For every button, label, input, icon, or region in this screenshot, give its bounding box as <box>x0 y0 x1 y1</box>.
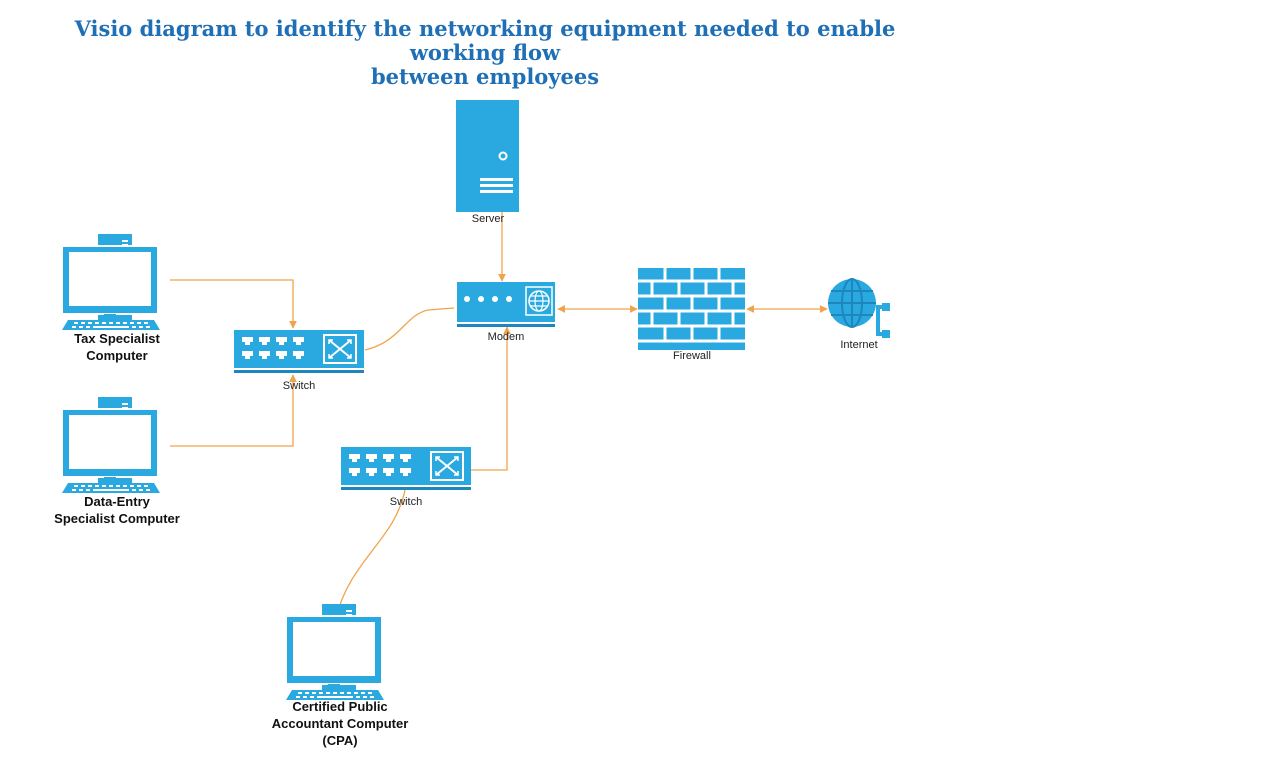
firewall-icon <box>638 268 745 350</box>
dataentry-computer-icon <box>61 396 161 494</box>
title-line-2: between employees <box>370 64 600 89</box>
title-line-1: Visio diagram to identify the networking… <box>74 16 896 65</box>
edge-switch1-modem <box>364 307 455 351</box>
switch2-label: Switch <box>389 496 423 508</box>
firewall-label: Firewall <box>673 350 711 362</box>
modem-icon <box>457 282 555 327</box>
internet-label: Internet <box>840 339 878 351</box>
cpa-computer-label: Certified Public Accountant Computer (CP… <box>271 699 409 748</box>
diagram-title: Visio diagram to identify the networking… <box>40 17 930 89</box>
globe-icon <box>828 278 890 338</box>
edge-switch2-cpa <box>335 489 406 619</box>
dataentry-computer-label: Data-Entry Specialist Computer <box>54 494 180 526</box>
tax-computer-label: Tax Specialist Computer <box>74 331 160 363</box>
connectors <box>170 212 828 619</box>
switch1-icon <box>233 329 365 374</box>
cpa-computer-icon <box>285 603 385 701</box>
server-icon <box>456 100 519 212</box>
server-label: Server <box>471 213 505 225</box>
modem-label: Modem <box>487 331 525 343</box>
tax-computer-icon <box>61 233 161 331</box>
edge-tax-switch1 <box>170 279 297 329</box>
switch2-icon <box>340 446 472 491</box>
switch1-label: Switch <box>282 380 316 392</box>
edge-modem-switch2 <box>471 326 511 471</box>
edge-dataentry-switch1 <box>170 374 297 447</box>
